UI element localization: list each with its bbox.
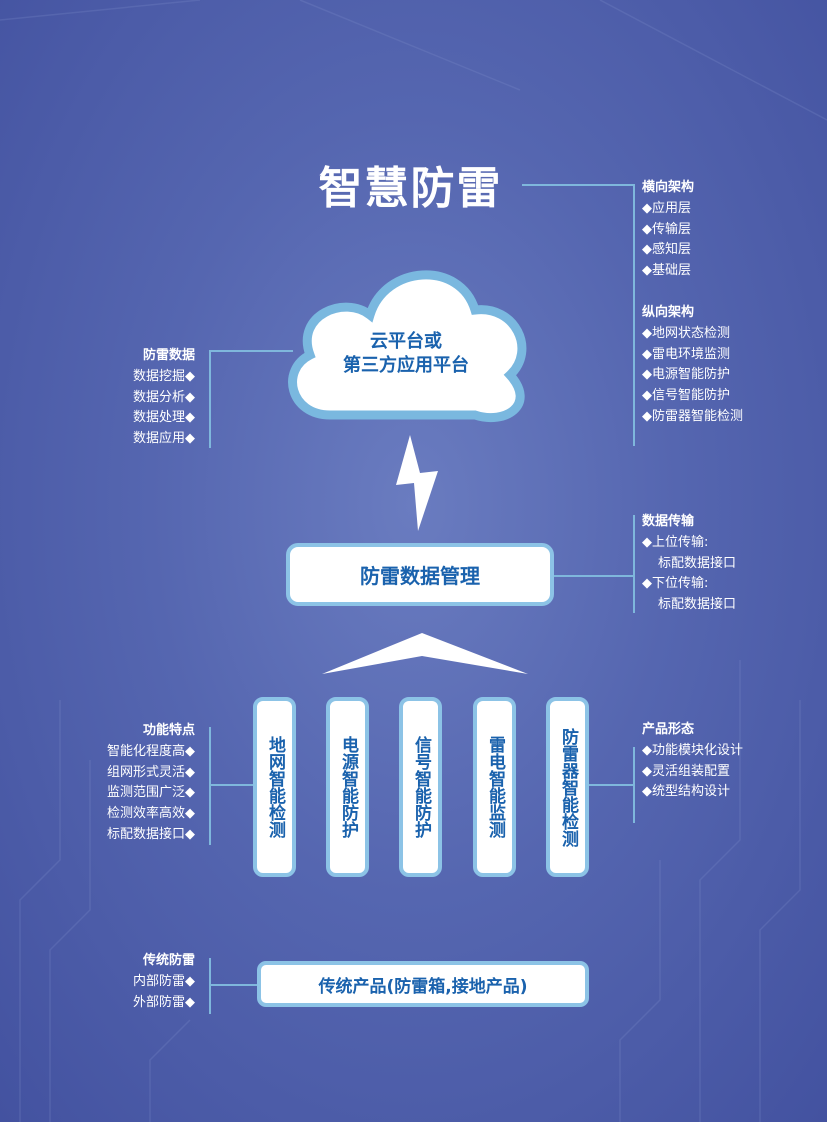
connector bbox=[522, 184, 634, 186]
list-item: 标配数据接口 bbox=[658, 555, 737, 571]
horizontal-architecture: 横向架构 ◆应用层 ◆传输层 ◆感知层 ◆基础层 bbox=[642, 178, 694, 282]
list-item: 数据挖掘◆ bbox=[133, 368, 195, 384]
connector bbox=[633, 747, 635, 823]
product-form: 产品形态 ◆功能模块化设计 ◆灵活组装配置 ◆统型结构设计 bbox=[642, 720, 743, 803]
list-item: 内部防雷◆ bbox=[133, 973, 195, 989]
connector bbox=[209, 984, 258, 986]
list-item: 外部防雷◆ bbox=[133, 994, 195, 1010]
list-item: ◆防雷器智能检测 bbox=[642, 408, 743, 424]
list-item: ◆灵活组装配置 bbox=[642, 763, 730, 779]
cloud-icon bbox=[288, 270, 527, 423]
cloud-line: 第三方应用平台 bbox=[343, 355, 469, 376]
traditional-products-box: 传统产品(防雷箱,接地产品) bbox=[257, 961, 589, 1007]
group-heading: 防雷数据 bbox=[142, 348, 195, 363]
list-item: 数据分析◆ bbox=[133, 389, 195, 405]
module-ground-network: 地网智能检测 bbox=[253, 697, 296, 877]
connector bbox=[209, 350, 293, 352]
lightning-data: 防雷数据 数据挖掘◆ 数据分析◆ 数据处理◆ 数据应用◆ bbox=[60, 346, 195, 450]
connector bbox=[553, 575, 634, 577]
list-item: ◆感知层 bbox=[642, 242, 691, 258]
group-heading: 传统防雷 bbox=[142, 953, 195, 968]
module-signal-protection: 信号智能防护 bbox=[399, 697, 442, 877]
features: 功能特点 智能化程度高◆ 组网形式灵活◆ 监测范围广泛◆ 检测效率高效◆ 标配数… bbox=[40, 721, 195, 846]
list-item: ◆雷电环境监测 bbox=[642, 346, 730, 362]
list-item: ◆应用层 bbox=[642, 200, 691, 216]
group-heading: 功能特点 bbox=[142, 723, 195, 738]
group-heading: 横向架构 bbox=[642, 180, 695, 195]
traditional-protection: 传统防雷 内部防雷◆ 外部防雷◆ bbox=[60, 951, 195, 1013]
list-item: 监测范围广泛◆ bbox=[107, 785, 195, 801]
list-item: ◆传输层 bbox=[642, 221, 691, 237]
lightning-data-management-box: 防雷数据管理 bbox=[286, 543, 554, 606]
list-item: ◆下位传输: bbox=[642, 576, 709, 592]
up-arrow-icon bbox=[322, 633, 528, 674]
list-item: ◆地网状态检测 bbox=[642, 325, 730, 341]
lightning-bolt-icon bbox=[396, 435, 438, 531]
list-item: 标配数据接口◆ bbox=[107, 826, 195, 842]
page-title: 智慧防雷 bbox=[318, 163, 503, 214]
list-item: ◆信号智能防护 bbox=[642, 388, 730, 404]
connector bbox=[209, 350, 211, 448]
connector bbox=[209, 958, 211, 1014]
module-power-protection: 电源智能防护 bbox=[326, 697, 369, 877]
cloud-platform-label: 云平台或 第三方应用平台 bbox=[290, 330, 522, 378]
list-item: ◆统型结构设计 bbox=[642, 784, 730, 800]
list-item: 数据应用◆ bbox=[133, 431, 195, 447]
list-item: 检测效率高效◆ bbox=[107, 806, 195, 822]
list-item: ◆上位传输: bbox=[642, 534, 709, 550]
connector bbox=[209, 784, 254, 786]
list-item: ◆功能模块化设计 bbox=[642, 742, 743, 758]
group-heading: 数据传输 bbox=[642, 514, 695, 529]
group-heading: 纵向架构 bbox=[642, 305, 695, 320]
group-heading: 产品形态 bbox=[642, 722, 695, 737]
module-spd-detection: 防雷器智能检测 bbox=[546, 697, 589, 877]
list-item: 组网形式灵活◆ bbox=[107, 764, 195, 780]
connector bbox=[209, 727, 211, 845]
vertical-architecture: 纵向架构 ◆地网状态检测 ◆雷电环境监测 ◆电源智能防护 ◆信号智能防护 ◆防雷… bbox=[642, 303, 743, 428]
list-item: 数据处理◆ bbox=[133, 410, 195, 426]
connector bbox=[633, 515, 635, 613]
module-lightning-monitoring: 雷电智能监测 bbox=[473, 697, 516, 877]
list-item: 智能化程度高◆ bbox=[107, 743, 195, 759]
connector bbox=[633, 184, 635, 446]
data-transfer: 数据传输 ◆上位传输: 标配数据接口 ◆下位传输: 标配数据接口 bbox=[642, 512, 736, 616]
list-item: ◆基础层 bbox=[642, 263, 691, 279]
connector bbox=[588, 784, 634, 786]
list-item: ◆电源智能防护 bbox=[642, 367, 730, 383]
list-item: 标配数据接口 bbox=[658, 597, 737, 613]
cloud-line: 云平台或 bbox=[370, 331, 442, 352]
